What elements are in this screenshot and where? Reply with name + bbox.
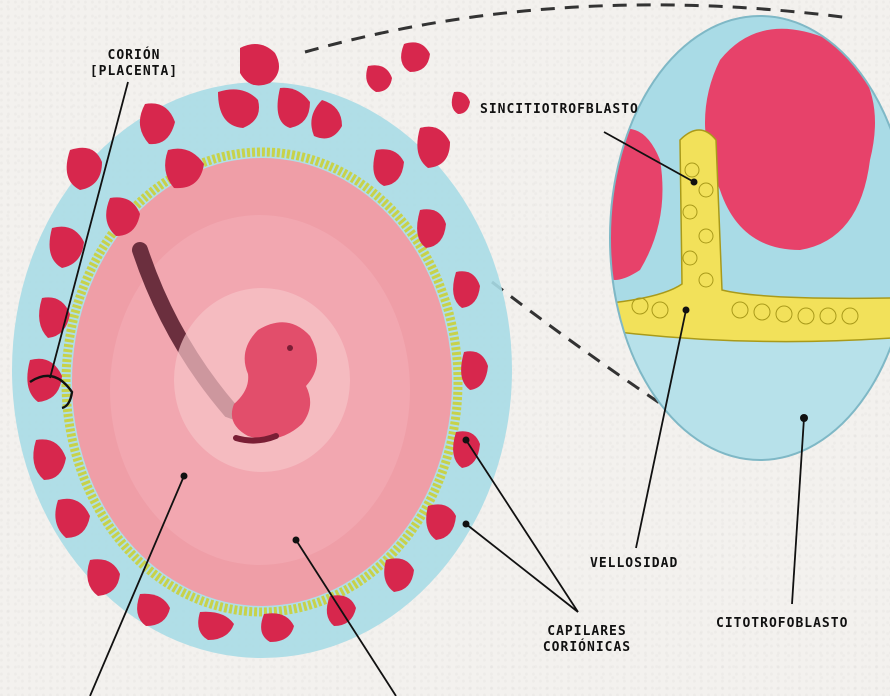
label-corion-line2: [PLACENTA] [86,64,182,80]
label-corion-line1: CORIÓN [86,48,182,64]
leader-capilares-2 [466,524,578,612]
label-corion: CORIÓN [PLACENTA] [86,48,182,80]
label-sincitiotrofoblasto: SINCITIOTROFBLASTO [480,102,639,118]
label-capilares-line1: CAPILARES [532,624,642,640]
label-capilares: CAPILARES CORIÓNICAS [532,624,642,656]
villus-inset [600,10,890,470]
leader-capilares-1 [466,440,578,612]
embryo [174,288,350,472]
label-citotrofoblasto: CITOTROFOBLASTO [716,616,848,632]
label-vellosidad: VELLOSIDAD [590,556,678,572]
label-capilares-line2: CORIÓNICAS [532,640,642,656]
